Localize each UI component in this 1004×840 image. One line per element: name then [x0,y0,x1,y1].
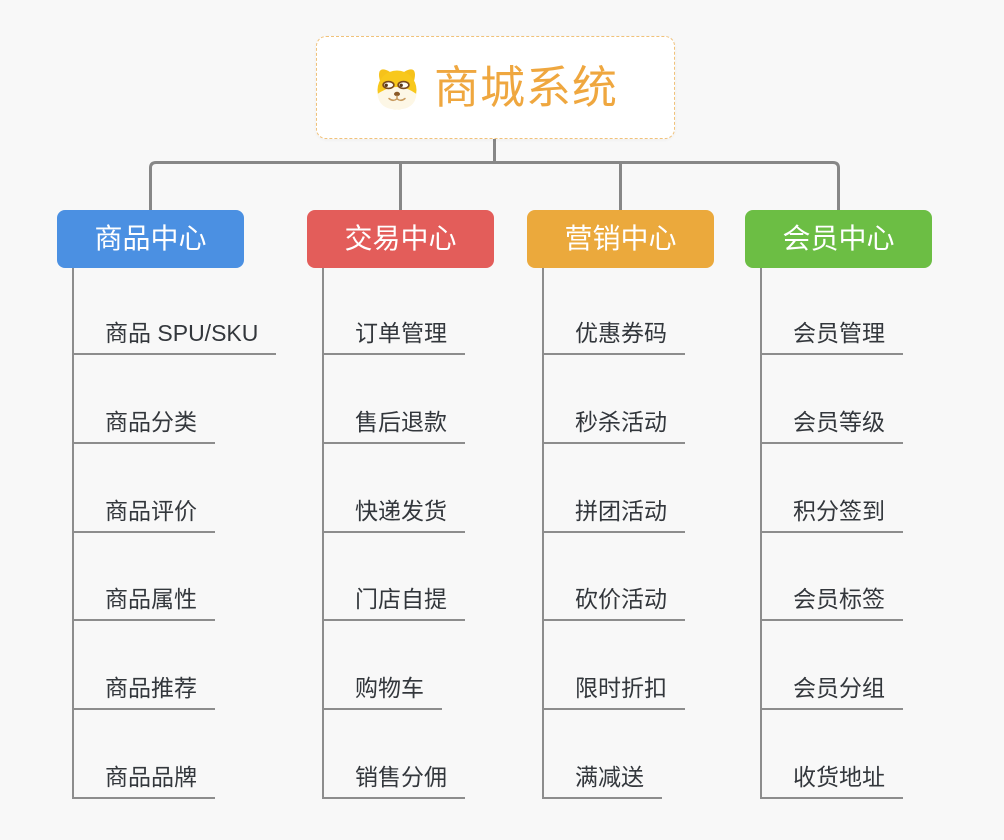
branch-trunk-line [72,268,74,799]
branch-trunk-line [760,268,762,799]
leaf-flash-sale[interactable]: 秒杀活动 [543,409,685,444]
leaf-product-brand[interactable]: 商品品牌 [73,764,215,799]
branch-topic-marketing-center[interactable]: 营销中心 [527,210,714,268]
leaf-coupon-code[interactable]: 优惠券码 [543,320,685,355]
leaf-product-attribute[interactable]: 商品属性 [73,586,215,621]
leaf-product-recommend[interactable]: 商品推荐 [73,675,215,710]
leaf-shopping-cart[interactable]: 购物车 [323,675,442,710]
leaf-store-pickup[interactable]: 门店自提 [323,586,465,621]
leaf-member-level[interactable]: 会员等级 [761,409,903,444]
leaf-member-group[interactable]: 会员分组 [761,675,903,710]
leaf-express-delivery[interactable]: 快递发货 [323,498,465,533]
root-topic-title: 商城系统 [433,62,618,113]
leaf-bargain-activity[interactable]: 砍价活动 [543,586,685,621]
leaf-time-limited-discount[interactable]: 限时折扣 [543,675,685,710]
leaf-product-spu-sku[interactable]: 商品 SPU/SKU [73,320,277,355]
leaf-order-management[interactable]: 订单管理 [323,320,465,355]
branch-trunk-line [322,268,324,799]
branch-topic-member-center[interactable]: 会员中心 [745,210,932,268]
leaf-product-category[interactable]: 商品分类 [73,409,215,444]
doge-icon [373,64,421,112]
leaf-aftersale-refund[interactable]: 售后退款 [323,409,465,444]
leaf-sales-commission[interactable]: 销售分佣 [323,764,465,799]
branch-trunk-line [542,268,544,799]
leaf-points-checkin[interactable]: 积分签到 [761,498,903,533]
leaf-member-tag[interactable]: 会员标签 [761,586,903,621]
branch-topic-product-center[interactable]: 商品中心 [57,210,244,268]
leaf-product-review[interactable]: 商品评价 [73,498,215,533]
branch-topic-trade-center[interactable]: 交易中心 [307,210,494,268]
leaf-shipping-address[interactable]: 收货地址 [761,764,903,799]
leaf-group-buy[interactable]: 拼团活动 [543,498,685,533]
leaf-full-reduction[interactable]: 满减送 [543,764,662,799]
leaf-member-management[interactable]: 会员管理 [761,320,903,355]
root-topic[interactable]: 商城系统 [316,36,675,139]
